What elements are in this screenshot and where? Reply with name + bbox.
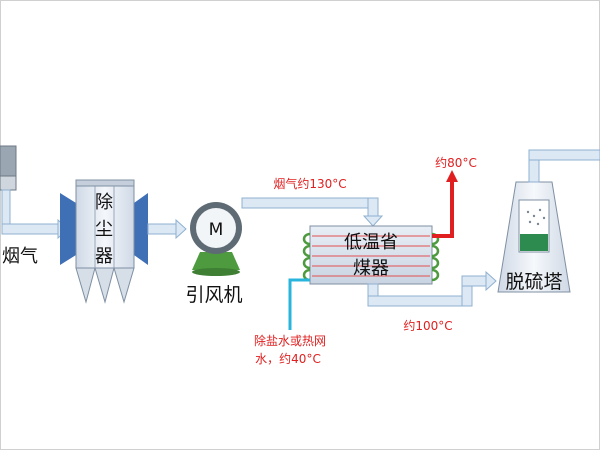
- dust-collector-label-2: 尘: [95, 219, 113, 240]
- induced-fan-label: 引风机: [185, 284, 242, 306]
- economizer-label-1: 低温省: [344, 232, 398, 253]
- pipe-flue-inlet: [1, 189, 69, 240]
- pipe-fan-to-economizer: [241, 197, 384, 227]
- pipe-economizer-to-tower: [367, 270, 497, 307]
- dust-collector-label-1: 除: [95, 192, 113, 213]
- flue-gas-label: 烟气: [2, 246, 38, 267]
- cold-water-inlet: [288, 278, 310, 330]
- water-in-label-1: 除盐水或热网: [254, 333, 326, 348]
- motor-symbol: M: [209, 220, 224, 240]
- boiler-stub: [0, 145, 17, 191]
- dust-collector: [60, 179, 148, 304]
- flue-gas-temp-label: 烟气约130°C: [273, 176, 346, 191]
- induced-fan: [190, 202, 242, 276]
- economizer-label-2: 煤器: [353, 258, 389, 279]
- desulfurization-tower-label: 脱硫塔: [505, 271, 562, 293]
- dust-collector-label-3: 器: [95, 246, 113, 267]
- desulfurization-tower: [497, 181, 571, 293]
- pipe-to-fan: [147, 218, 187, 240]
- pipe-tower-outlet: [528, 149, 600, 183]
- gas-out-temp-label: 约100°C: [403, 318, 452, 333]
- economizer: [302, 225, 440, 285]
- water-in-label-2: 水，约40°C: [255, 351, 321, 366]
- out-water-temp-label: 约80°C: [435, 155, 477, 170]
- hot-water-outlet: [432, 170, 458, 238]
